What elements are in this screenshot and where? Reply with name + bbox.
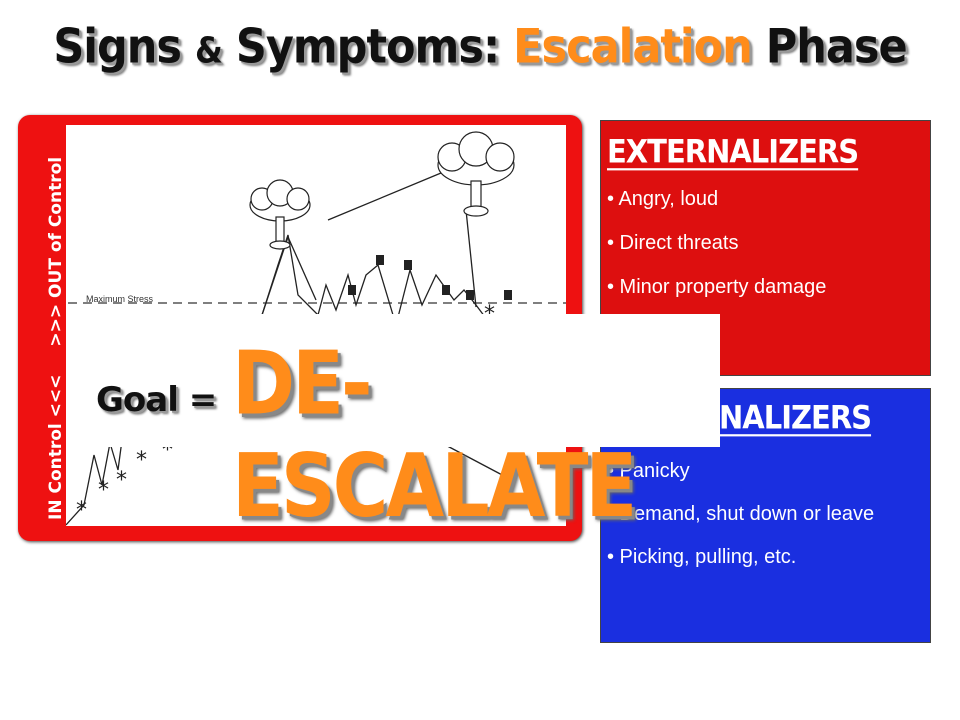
explosion-cloud-large [437,131,515,217]
externalizers-title: EXTERNALIZERS [607,133,859,171]
list-item: • Direct threats [607,232,739,254]
title-highlight: Escalation [513,19,753,75]
externalizers-list: • Angry, loud • Direct threats • Minor p… [607,187,925,319]
peak-connector-line [327,172,442,221]
list-item: • Picking, pulling, etc. [607,546,797,568]
list-item: • Minor property damage [607,276,827,298]
svg-text:*: * [76,498,87,523]
internalizers-panel: NALIZERS • Panicky • Demand, shut down o… [600,388,931,643]
goal-word: DE-ESCALATE [232,332,637,537]
out-of-control-label: >>> OUT of Control [46,156,66,347]
max-stress-label: Maximum Stress [86,294,154,304]
explosion-cloud-small [249,179,311,250]
svg-text:*: * [116,468,127,493]
goal-prefix: Goal = [96,380,217,420]
externalizers-panel: EXTERNALIZERS • Angry, loud • Direct thr… [600,120,931,376]
list-item: • Angry, loud [607,188,719,210]
list-item: • Panicky [607,460,690,482]
in-control-label: IN Control <<< [46,374,66,520]
list-item: • Demand, shut down or leave [607,503,875,525]
page-title: Signs & Symptoms: Escalation Phase [53,19,907,75]
internalizers-title: NALIZERS [719,399,872,437]
svg-text:*: * [162,438,173,463]
escalation-sketch: Maximum Stress [66,131,566,526]
svg-text:*: * [98,478,109,503]
burst-marks [348,255,512,300]
goal-callout: Goal = DE-ESCALATE [80,314,720,537]
internalizers-list: • Panicky • Demand, shut down or leave •… [607,459,925,588]
svg-text:*: * [136,448,147,473]
